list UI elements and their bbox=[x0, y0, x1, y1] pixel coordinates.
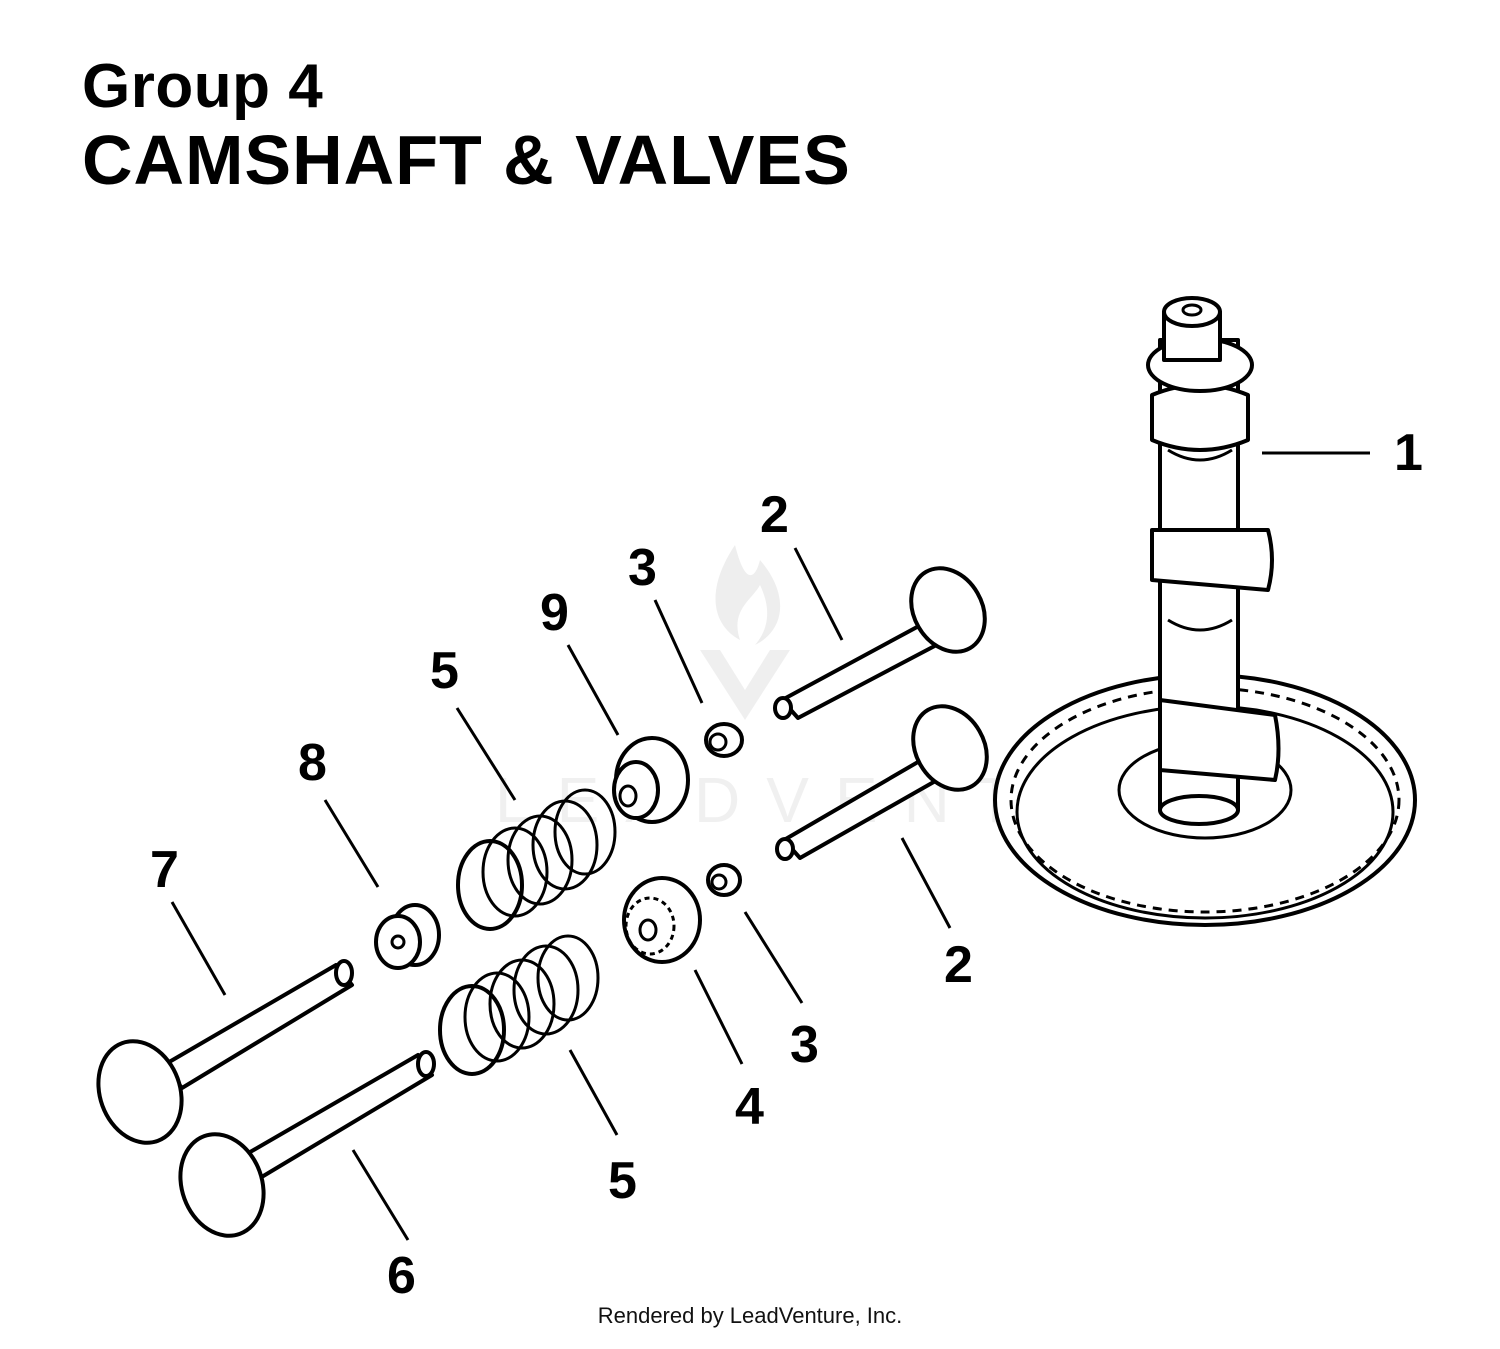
leader-lines bbox=[170, 451, 1370, 1241]
valve-spring-part-5-lower bbox=[438, 934, 600, 1076]
leader-5-upper bbox=[455, 707, 517, 801]
footer-credit: Rendered by LeadVenture, Inc. bbox=[597, 1303, 903, 1328]
valve-keeper-part-3-lower bbox=[706, 863, 742, 897]
callout-5-upper: 5 bbox=[430, 642, 459, 700]
valve-part-2-lower bbox=[775, 704, 989, 861]
diagram-title: Group 4 CAMSHAFT & VALVES bbox=[82, 52, 851, 198]
valve-rotator-part-4 bbox=[622, 876, 702, 964]
leader-8 bbox=[323, 799, 380, 888]
group-name: CAMSHAFT & VALVES bbox=[82, 121, 851, 199]
leader-5-lower bbox=[568, 1049, 619, 1136]
valve-part-6 bbox=[178, 1050, 436, 1238]
callout-2-lower: 2 bbox=[944, 936, 973, 994]
callout-numbers: 1 2 2 3 3 4 5 5 6 7 8 9 bbox=[150, 424, 1423, 1305]
leader-2-upper bbox=[793, 547, 844, 641]
callout-1: 1 bbox=[1394, 424, 1423, 482]
leader-6 bbox=[351, 1149, 410, 1241]
valve-cap-part-8 bbox=[374, 903, 441, 970]
callout-7: 7 bbox=[150, 841, 179, 899]
callout-5-lower: 5 bbox=[608, 1152, 637, 1210]
valve-spring-part-5-upper bbox=[456, 788, 617, 931]
callout-8: 8 bbox=[298, 734, 327, 792]
callout-4: 4 bbox=[735, 1078, 764, 1136]
valve-part-7 bbox=[96, 959, 354, 1145]
callout-2-upper: 2 bbox=[760, 486, 789, 544]
valve-keeper-part-3-upper bbox=[704, 722, 744, 758]
callout-3-upper: 3 bbox=[628, 539, 657, 597]
leader-4 bbox=[693, 969, 744, 1065]
callout-6: 6 bbox=[387, 1247, 416, 1305]
callout-3-lower: 3 bbox=[790, 1016, 819, 1074]
leader-2-lower bbox=[900, 837, 952, 929]
leader-7 bbox=[170, 901, 227, 996]
leader-9 bbox=[566, 644, 620, 736]
spring-retainer-part-9 bbox=[612, 736, 690, 824]
leader-3-upper bbox=[653, 599, 704, 704]
callout-9: 9 bbox=[540, 584, 569, 642]
camshaft-part-1 bbox=[993, 296, 1417, 927]
valve-part-2-upper bbox=[773, 566, 987, 720]
leader-3-lower bbox=[743, 911, 804, 1004]
group-number: Group 4 bbox=[82, 52, 324, 121]
